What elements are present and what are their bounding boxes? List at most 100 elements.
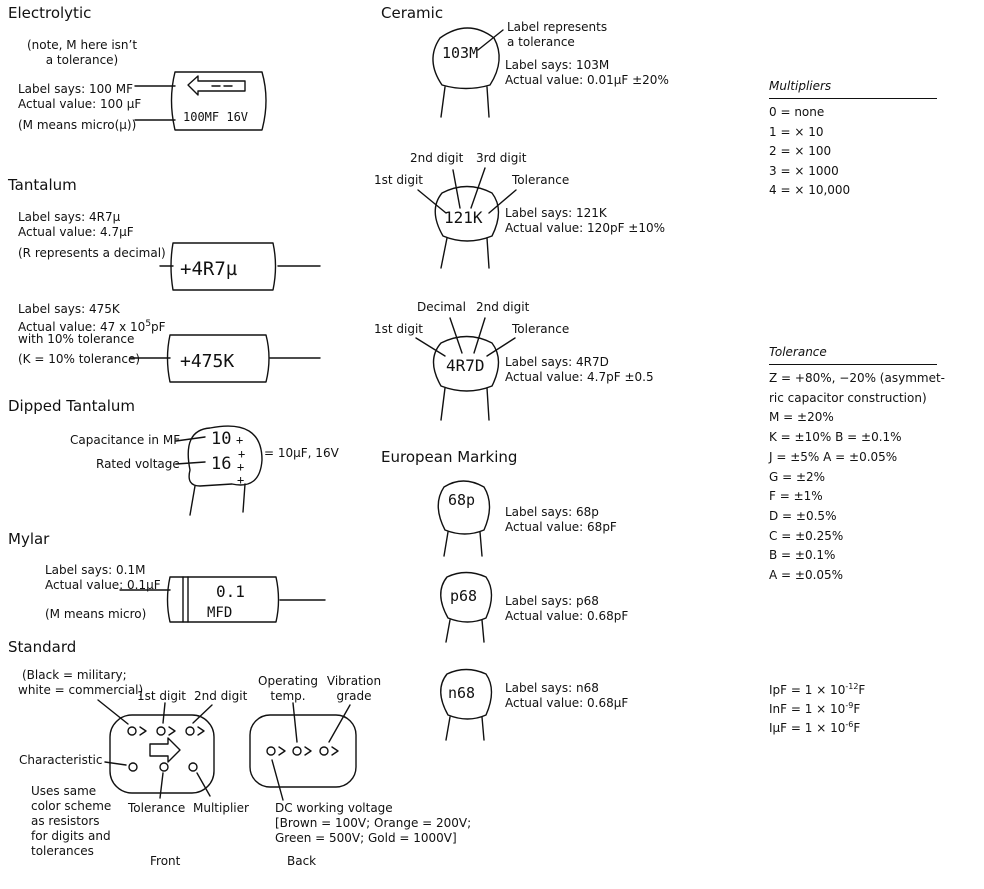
dipped-capacitance-label: Capacitance in MF bbox=[70, 433, 181, 447]
tolerance-item: K = ±10% B = ±0.1% bbox=[769, 430, 902, 445]
standard-front-drawing bbox=[97, 699, 215, 799]
european-p68-drawing: p68 bbox=[440, 571, 493, 643]
svg-text:+: + bbox=[238, 447, 245, 461]
ceramic-4r7d-marking: 4R7D bbox=[446, 356, 485, 375]
european-p68-marking: p68 bbox=[450, 587, 477, 605]
european-c-actual-value: Actual value: 0.68µF bbox=[505, 696, 629, 710]
ceramic-b-actual-value: Actual value: 120pF ±10% bbox=[505, 221, 666, 235]
standard-vibration-line2: grade bbox=[336, 689, 372, 703]
unit-uf: IµF = 1 × 10-6F bbox=[769, 720, 861, 735]
multiplier-item: 1 = × 10 bbox=[769, 124, 824, 139]
multipliers-rule bbox=[769, 98, 937, 99]
ceramic-c-1st-digit: 1st digit bbox=[374, 322, 424, 336]
tolerance-item: J = ±5% A = ±0.05% bbox=[769, 449, 898, 464]
electrolytic-actual-value: Actual value: 100 µF bbox=[18, 97, 142, 111]
electrolytic-label-says: Label says: 100 MF bbox=[18, 82, 133, 96]
european-68p-drawing: 68p bbox=[437, 480, 491, 557]
tantalum-4r7-marking: +4R7µ bbox=[180, 258, 237, 280]
standard-uses-line4: for digits and bbox=[31, 829, 111, 843]
standard-dc-voltage-line2: [Brown = 100V; Orange = 200V; bbox=[275, 816, 472, 830]
ceramic-b-1st-digit: 1st digit bbox=[374, 173, 424, 187]
standard-tolerance: Tolerance bbox=[128, 801, 186, 815]
tantalum-b-with-tolerance: with 10% tolerance bbox=[18, 332, 135, 346]
ceramic-a-actual-value: Actual value: 0.01µF ±20% bbox=[505, 73, 669, 87]
standard-first-digit: 1st digit bbox=[137, 689, 187, 703]
mylar-actual-value: Actual value: 0.1µF bbox=[45, 578, 161, 592]
electrolytic-m-means: (M means micro(µ)) bbox=[18, 118, 137, 132]
svg-text:+: + bbox=[237, 460, 244, 474]
standard-uses-line5: tolerances bbox=[31, 844, 94, 858]
tolerance-item: A = ±0.05% bbox=[769, 568, 844, 582]
european-n68-drawing: n68 bbox=[440, 668, 493, 741]
mylar-drawing: 0.1 MFD bbox=[119, 576, 326, 623]
svg-text:+: + bbox=[236, 433, 243, 447]
ceramic-c-actual-value: Actual value: 4.7pF ±0.5 bbox=[505, 370, 654, 384]
ceramic-121k-drawing: 121K bbox=[417, 167, 517, 269]
standard-white-commercial: white = commercial) bbox=[18, 683, 144, 697]
ceramic-4r7d-drawing: 4R7D bbox=[415, 317, 516, 421]
standard-second-digit: 2nd digit bbox=[194, 689, 248, 703]
standard-heading: Standard bbox=[8, 638, 77, 656]
european-a-actual-value: Actual value: 68pF bbox=[505, 520, 617, 534]
tantalum-a-note: (R represents a decimal) bbox=[18, 246, 166, 260]
european-heading: European Marking bbox=[381, 448, 518, 466]
standard-front-label: Front bbox=[150, 854, 181, 868]
ceramic-103m-marking: 103M bbox=[442, 44, 478, 62]
mylar-mark-line2: MFD bbox=[207, 605, 232, 621]
standard-operating-line1: Operating bbox=[258, 674, 318, 688]
svg-text:+: + bbox=[237, 473, 244, 487]
standard-multiplier: Multiplier bbox=[193, 801, 249, 815]
mylar-m-means: (M means micro) bbox=[45, 607, 147, 621]
tolerance-item: C = ±0.25% bbox=[769, 528, 844, 543]
standard-back-drawing bbox=[249, 702, 357, 801]
ceramic-121k-marking: 121K bbox=[444, 208, 483, 227]
european-68p-marking: 68p bbox=[448, 491, 475, 509]
tantalum-b-note: (K = 10% tolerance) bbox=[18, 352, 141, 366]
tolerance-item: B = ±0.1% bbox=[769, 548, 836, 563]
tantalum-b-actual-value: Actual value: 47 x 105pF bbox=[18, 319, 166, 334]
tantalum-475k-drawing: +475K bbox=[129, 334, 321, 383]
tolerance-heading: Tolerance bbox=[769, 345, 827, 359]
ceramic-c-2nd-digit: 2nd digit bbox=[476, 300, 530, 314]
tantalum-heading: Tantalum bbox=[8, 176, 77, 194]
tantalum-a-label-says: Label says: 4R7µ bbox=[18, 210, 121, 224]
mylar-heading: Mylar bbox=[8, 530, 50, 548]
ceramic-a-represents-line1: Label represents bbox=[507, 20, 608, 34]
mylar-mark-line1: 0.1 bbox=[216, 582, 245, 601]
dipped-tantalum-drawing: 10 16 + + + + bbox=[175, 425, 263, 516]
standard-black-military: (Black = military; bbox=[22, 668, 127, 682]
ceramic-a-represents-line2: a tolerance bbox=[507, 35, 575, 49]
ceramic-heading: Ceramic bbox=[381, 4, 444, 22]
mylar-label-says: Label says: 0.1M bbox=[45, 563, 146, 577]
european-b-actual-value: Actual value: 0.68pF bbox=[505, 609, 629, 623]
tolerance-item: D = ±0.5% bbox=[769, 508, 837, 523]
standard-uses-line3: as resistors bbox=[31, 814, 100, 828]
unit-nf: InF = 1 × 10-9F bbox=[769, 701, 861, 716]
standard-characteristic: Characteristic bbox=[19, 753, 103, 767]
dipped-mark-cap: 10 bbox=[211, 429, 231, 449]
electrolytic-note-line1: (note, M here isn’t bbox=[26, 38, 138, 52]
tantalum-4r7-drawing: +4R7µ bbox=[159, 242, 321, 291]
tantalum-a-actual-value: Actual value: 4.7µF bbox=[18, 225, 134, 239]
european-c-label-says: Label says: n68 bbox=[505, 681, 599, 695]
tolerance-item: F = ±1% bbox=[769, 489, 823, 504]
standard-dc-voltage-line3: Green = 500V; Gold = 1000V] bbox=[275, 831, 457, 845]
tolerance-item: G = ±2% bbox=[769, 469, 826, 484]
multiplier-item: 4 = × 10,000 bbox=[769, 183, 851, 197]
standard-back-label: Back bbox=[287, 854, 317, 868]
multiplier-item: 2 = × 100 bbox=[769, 144, 832, 158]
ceramic-b-3rd-digit: 3rd digit bbox=[476, 151, 527, 165]
standard-vibration-line1: Vibration bbox=[326, 674, 382, 688]
standard-uses-line1: Uses same bbox=[31, 784, 97, 798]
multiplier-item: 3 = × 1000 bbox=[769, 163, 839, 178]
ceramic-b-2nd-digit: 2nd digit bbox=[410, 151, 464, 165]
ceramic-c-label-says: Label says: 4R7D bbox=[505, 355, 609, 369]
tantalum-b-label-says: Label says: 475K bbox=[18, 302, 120, 316]
multipliers-heading: Multipliers bbox=[769, 79, 832, 93]
multiplier-item: 0 = none bbox=[769, 105, 825, 119]
tolerance-item: ric capacitor construction) bbox=[769, 390, 927, 405]
ceramic-b-tolerance: Tolerance bbox=[512, 173, 570, 187]
tolerance-item: M = ±20% bbox=[769, 410, 834, 425]
ceramic-a-label-says: Label says: 103M bbox=[505, 58, 610, 72]
